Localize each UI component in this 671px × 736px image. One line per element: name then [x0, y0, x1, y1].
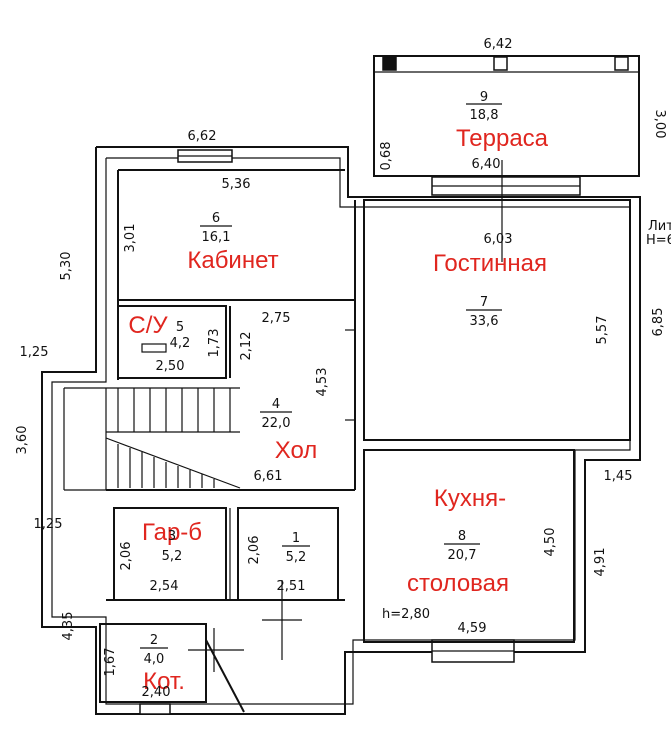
stair-treads-upper — [106, 388, 240, 433]
dim-hall-height: 4,53 — [315, 368, 330, 397]
window-boiler — [139, 703, 171, 715]
dim-step-lower: 1,25 — [34, 517, 63, 532]
edge-note-line1: Лит — [648, 219, 671, 234]
room-name-living: Гостинная — [433, 250, 547, 277]
room-number-kitchen: 8 — [458, 529, 466, 544]
room-name-kitchen-2: столовая — [407, 570, 509, 597]
dim-right-lower: 4,91 — [593, 548, 608, 577]
room-number-terrace: 9 — [480, 90, 488, 105]
edge-note-line2: Н=6 — [646, 233, 671, 248]
room-area-wardrobe: 5,2 — [162, 549, 183, 564]
room-name-bath: С/У — [128, 312, 168, 339]
dim-boiler-width: 2,40 — [142, 685, 171, 700]
dim-terrace-bottom: 6,40 — [472, 157, 501, 172]
dim-hall-width: 6,61 — [254, 469, 283, 484]
room-number-wardrobe: 3 — [168, 529, 176, 544]
dim-office-width: 5,36 — [222, 177, 251, 192]
wall-kitchen-frame — [363, 449, 575, 643]
dim-right-total: 6,85 — [651, 308, 666, 337]
room-name-kitchen-1: Кухня- — [434, 485, 506, 512]
terrace-post — [382, 56, 397, 71]
dim-hall-seg-height: 2,12 — [239, 332, 254, 361]
interior-walls — [63, 169, 631, 715]
dimension-labels: 6,42 3,00 0,68 6,40 6,62 5,36 3,01 6,03 … — [15, 37, 667, 700]
boiler-frame — [99, 623, 207, 703]
terrace-post — [614, 56, 629, 71]
dim-kitchen-width: 4,59 — [458, 621, 487, 636]
dim-boiler-height: 1,67 — [103, 648, 118, 677]
dim-left-upper: 5,30 — [59, 252, 74, 281]
wall-living-frame — [363, 199, 631, 441]
terrace-post — [493, 56, 508, 71]
dim-terrace-left: 0,68 — [379, 142, 394, 171]
room-area-hall: 22,0 — [262, 416, 291, 431]
dim-terrace-right: 3,00 — [652, 110, 667, 139]
dim-hall-seg-width: 2,75 — [262, 311, 291, 326]
room-name-terrace: Терраса — [456, 125, 549, 152]
room-area-terrace: 18,8 — [470, 108, 499, 123]
room-area-bath: 4,2 — [170, 336, 191, 351]
dim-office-height: 3,01 — [123, 224, 138, 253]
dim-kitchen-step: 1,45 — [604, 469, 633, 484]
dim-bath-height: 1,73 — [207, 329, 222, 358]
boiler-door-leaf — [205, 639, 245, 713]
room-area-living: 33,6 — [470, 314, 499, 329]
dim-top-left: 6,62 — [188, 129, 217, 144]
dim-step-upper: 1,25 — [20, 345, 49, 360]
room-name-boiler: Кот. — [143, 668, 185, 695]
dim-terrace-top: 6,42 — [484, 37, 513, 52]
outer-contour — [41, 146, 641, 715]
dim-bath-width: 2,50 — [156, 359, 185, 374]
room-area-kitchen: 20,7 — [448, 548, 477, 563]
dim-room1-height: 2,06 — [247, 536, 262, 565]
room-number-living: 7 — [480, 295, 488, 310]
edge-note: Лит Н=6 — [646, 219, 671, 248]
terrace-outline — [373, 55, 640, 177]
bath-frame — [117, 305, 227, 379]
stair-treads-lower — [105, 437, 241, 489]
dim-living-height: 5,57 — [595, 316, 610, 345]
room-number-1: 1 — [292, 531, 300, 546]
dim-ceiling-height: h=2,80 — [382, 607, 430, 622]
dim-living-width: 6,03 — [484, 232, 513, 247]
room-number-boiler: 2 — [150, 633, 158, 648]
room-number-bath: 5 — [176, 320, 184, 335]
room-area-boiler: 4,0 — [144, 652, 165, 667]
room-number-office: 6 — [212, 211, 220, 226]
room-area-1: 5,2 — [286, 550, 307, 565]
dim-left-mid: 3,60 — [15, 426, 30, 455]
dim-wardrobe-width: 2,54 — [150, 579, 179, 594]
outer-walls — [41, 55, 641, 715]
room-name-wardrobe: Гар-б — [142, 519, 202, 546]
room-labels: 9 18,8 Терраса 6 16,1 Кабинет Гостинная … — [128, 90, 548, 695]
dim-left-lower: 4,35 — [61, 612, 76, 641]
room-name-office: Кабинет — [187, 247, 278, 274]
bath-mark — [141, 343, 167, 353]
dim-wardrobe-height: 2,06 — [119, 542, 134, 571]
room-number-hall: 4 — [272, 397, 280, 412]
dim-room1-width: 2,51 — [277, 579, 306, 594]
room-name-hall: Хол — [275, 437, 318, 464]
dim-kitchen-height: 4,50 — [543, 528, 558, 557]
room-area-office: 16,1 — [202, 230, 231, 245]
inner-contour — [51, 157, 631, 705]
